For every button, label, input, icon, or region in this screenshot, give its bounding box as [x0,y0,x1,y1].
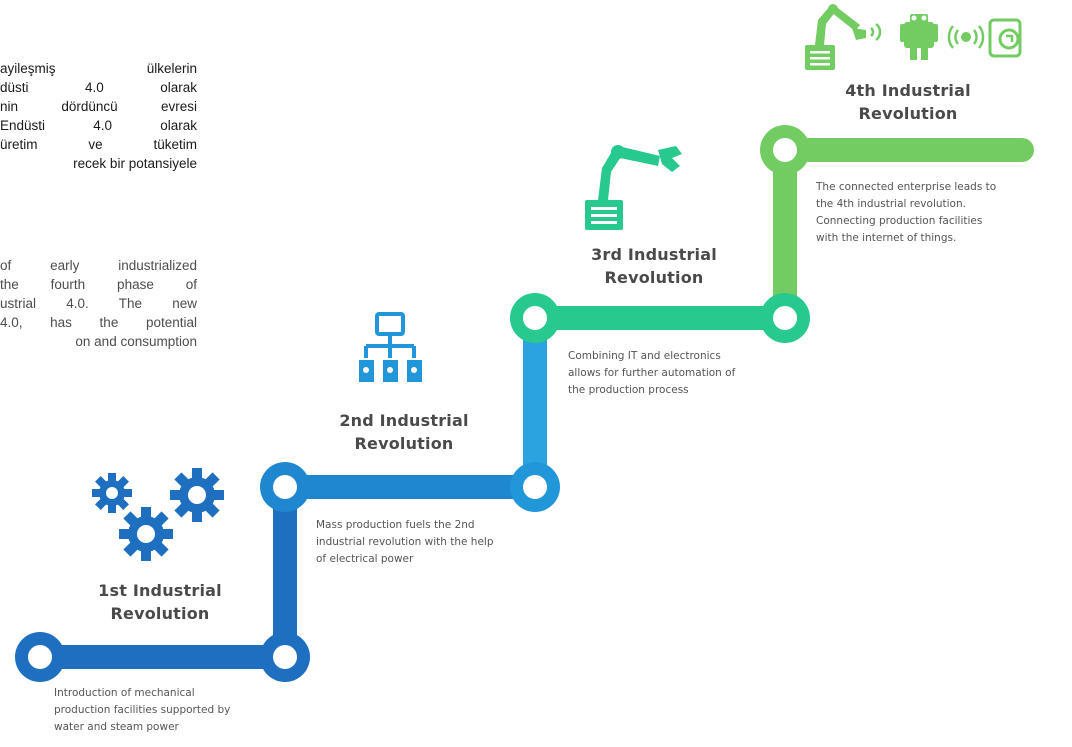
stage-3-title-line: 3rd Industrial [591,245,717,264]
intro-turkish-line: ayileşmiş ülkelerin [0,61,197,76]
intro-turkish-paragraph: ayileşmiş ülkelerin düsti 4.0 olarak nin… [0,59,197,173]
intro-english-line: ustrial 4.0. The new [0,296,197,311]
intro-english-paragraph: of early industrialized the fourth phase… [0,256,197,351]
stage-3-description-line: Combining IT and electronics [568,350,721,362]
stage-2-title-line: 2nd Industrial [339,411,469,430]
stage-3-description: Combining IT and electronics allows for … [568,348,735,399]
stage-2-description: Mass production fuels the 2nd industrial… [316,517,494,568]
stage-1-description-line: production facilities supported by [54,704,231,716]
stage-3-description-line: the production process [568,384,689,396]
stage-2-description-line: Mass production fuels the 2nd [316,519,475,531]
stage-4-description: The connected enterprise leads to the 4t… [816,179,1066,247]
stage-1-description-line: Introduction of mechanical [54,687,195,699]
intro-english-line: the fourth phase of [0,277,197,292]
stage-4-title: 4th Industrial Revolution [838,79,978,125]
stage-1-title-line: Revolution [110,604,210,623]
stage-4-description-line: the 4th industrial revolution. [816,198,966,210]
stage-4-description-line: with the internet of things. [816,232,957,244]
intro-turkish-line: düsti 4.0 olarak [0,80,197,95]
intro-turkish-line: Endüsti 4.0 olarak [0,118,197,133]
stage-4-description-line: The connected enterprise leads to [816,181,997,193]
stage-3-description-line: allows for further automation of [568,367,736,379]
stage-2-description-line: of electrical power [316,553,414,565]
intro-english-line: of early industrialized [0,258,197,273]
stage-2-title-line: Revolution [354,434,454,453]
stage-3-title-line: Revolution [604,268,704,287]
intro-turkish-line: nin dördüncü evresi [0,99,197,114]
stage-4-title-line: 4th Industrial [845,81,971,100]
intro-english-line: on and consumption [75,334,197,349]
path-nodes [15,125,810,682]
intro-english-line: 4.0, has the potential [0,315,197,330]
stage-4-title-line: Revolution [858,104,958,123]
gears-icon [92,468,224,561]
stage-2-description-line: industrial revolution with the help [316,536,494,548]
stage-1-title: 1st Industrial Revolution [90,579,230,625]
hierarchy-icon [359,312,422,382]
stage-1-title-line: 1st Industrial [98,581,222,600]
stage-2-title: 2nd Industrial Revolution [334,409,474,455]
stage-1-description-line: water and steam power [54,721,179,733]
stage-4-description-line: Connecting production facilities [816,215,983,227]
stage-3-title: 3rd Industrial Revolution [584,243,724,289]
robot-arm-icon [585,145,682,230]
iot-devices-icon [805,4,1022,70]
intro-turkish-line: üretim ve tüketim [0,137,197,152]
intro-turkish-line: recek bir potansiyele [73,156,197,171]
stage-1-description: Introduction of mechanical production fa… [54,685,230,736]
